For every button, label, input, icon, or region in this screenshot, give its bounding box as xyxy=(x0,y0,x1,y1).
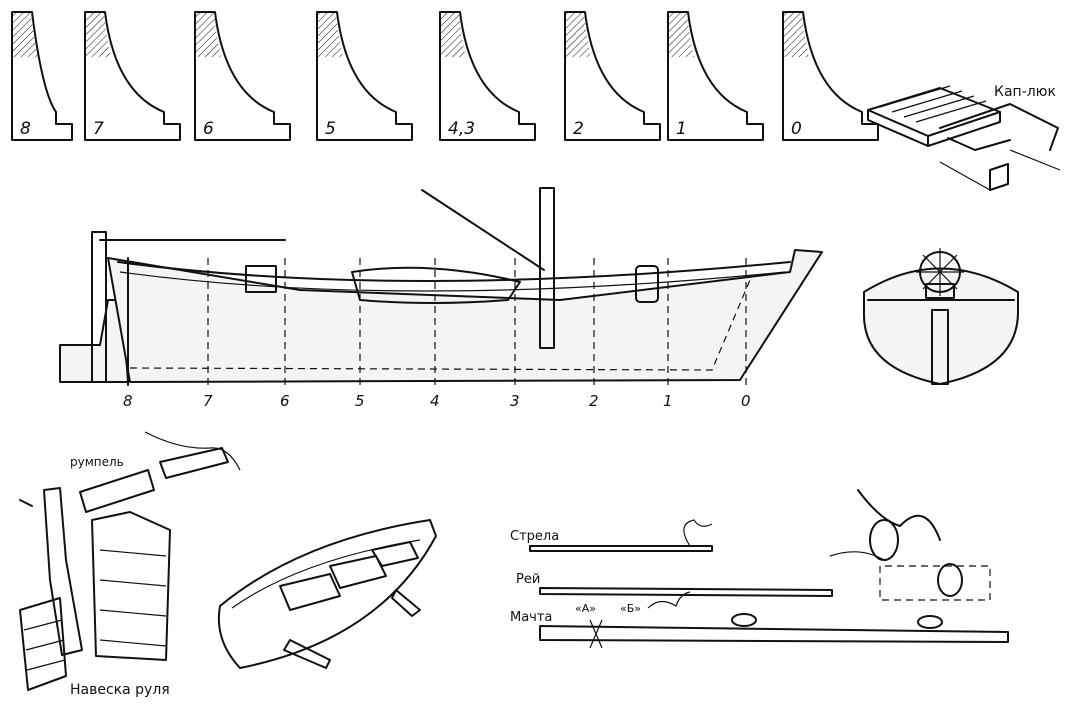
cross-section xyxy=(862,248,1019,385)
block-and-ring-detail xyxy=(829,489,991,601)
station-4: 4 xyxy=(430,258,440,410)
mark-b: «Б» xyxy=(620,602,641,615)
tiller-label: румпель xyxy=(70,455,124,469)
frame-template-2: 6 xyxy=(194,11,291,141)
deck-boat xyxy=(351,266,521,304)
boom-spar xyxy=(529,545,713,552)
station-8: 0 xyxy=(741,258,751,410)
frame-template-5: 2 xyxy=(564,11,661,141)
station-label: 0 xyxy=(741,392,751,410)
station-label: 8 xyxy=(123,392,133,410)
ring-icon xyxy=(937,563,963,597)
station-label: 7 xyxy=(203,392,213,410)
rudder-hanging-label: Навеска руля xyxy=(70,682,170,698)
station-3: 5 xyxy=(355,258,365,410)
frame-template-1: 7 xyxy=(84,11,181,141)
frame-template-label: 7 xyxy=(93,119,104,139)
station-label: 2 xyxy=(589,392,599,410)
frame-template-0: 8 xyxy=(11,11,73,141)
hull-profile: 8 7 6 5 4 3 2 1 0 xyxy=(59,187,823,410)
frame-template-3: 5 xyxy=(316,11,413,141)
station-1: 7 xyxy=(203,258,213,410)
station-2: 6 xyxy=(280,258,290,410)
rudder-hanging-detail: румпель Навеска руля xyxy=(19,431,241,698)
frame-template-7: 0 xyxy=(782,11,879,141)
dinghy-drawing xyxy=(217,519,437,669)
frame-template-label: 5 xyxy=(325,119,336,139)
sternpost xyxy=(43,487,83,656)
hatch-drawing: Кап-люк xyxy=(867,84,1061,191)
spars-detail: Стрела Рей Мачта «А» «Б» xyxy=(510,519,1009,649)
frame-template-label: 4,3 xyxy=(448,119,475,139)
rudder-hull-section xyxy=(91,511,171,661)
frame-template-label: 8 xyxy=(20,119,31,139)
station-label: 6 xyxy=(280,392,290,410)
block-icon xyxy=(869,519,899,561)
hull-body xyxy=(107,249,823,383)
keel-line xyxy=(129,279,751,371)
station-label: 3 xyxy=(510,392,520,410)
yard-label: Рей xyxy=(516,572,540,587)
keel-section xyxy=(931,309,949,385)
frame-template-label: 6 xyxy=(203,119,214,139)
tiller-piece xyxy=(79,469,155,513)
station-5: 3 xyxy=(510,258,520,410)
rudder-blade-detail xyxy=(19,597,67,691)
mast xyxy=(539,187,555,349)
deckhouse xyxy=(245,265,277,293)
frame-template-6: 1 xyxy=(667,11,764,141)
mark-a: «А» xyxy=(575,602,596,615)
station-label: 4 xyxy=(430,392,440,410)
frame-template-label: 1 xyxy=(676,119,687,139)
station-label: 1 xyxy=(663,392,673,410)
station-label: 5 xyxy=(355,392,365,410)
boom-line xyxy=(421,189,545,271)
hatch-label: Кап-люк xyxy=(994,84,1056,100)
frame-templates: 8 7 6 5 4,3 2 1 0 xyxy=(11,11,879,141)
frame-template-label: 2 xyxy=(573,119,584,139)
station-7: 1 xyxy=(663,258,673,410)
frame-template-4: 4,3 xyxy=(439,11,536,141)
windlass xyxy=(635,265,659,303)
mast-spar xyxy=(539,625,1009,643)
frame-template-label: 0 xyxy=(791,119,802,139)
yard-spar xyxy=(539,587,833,597)
boom-label: Стрела xyxy=(510,529,559,544)
mast-label: Мачта xyxy=(510,610,552,625)
rudder-post xyxy=(91,231,107,383)
sheer-line xyxy=(117,261,791,282)
station-6: 2 xyxy=(589,258,599,410)
